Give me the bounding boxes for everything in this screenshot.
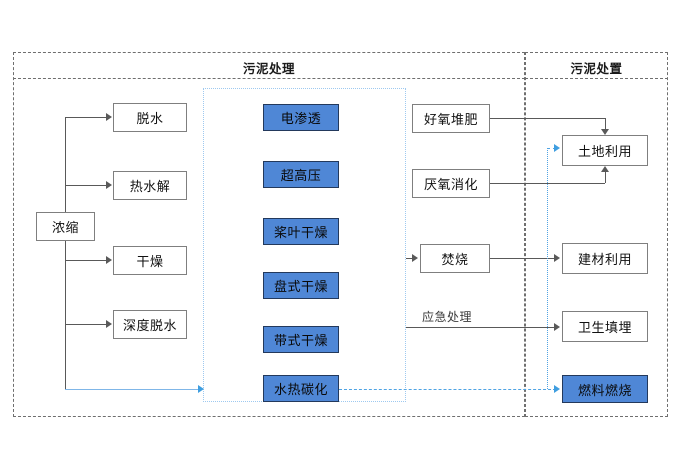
edge-concentration-to-technology-group bbox=[65, 389, 202, 390]
edge-aerobic-composting-to-land-use bbox=[490, 118, 605, 119]
arrowhead-land-use-left bbox=[554, 144, 560, 152]
arrowhead-sanitary-landfill bbox=[554, 323, 560, 331]
node-building-material-use[interactable]: 建材利用 bbox=[562, 243, 648, 274]
node-ultra-high-pressure[interactable]: 超高压 bbox=[263, 161, 339, 188]
arrowhead-deep-dewatering bbox=[106, 320, 112, 328]
node-belt-drying[interactable]: 带式干燥 bbox=[263, 326, 339, 353]
node-label: 浓缩 bbox=[51, 220, 79, 235]
technology-group-container bbox=[203, 88, 406, 402]
node-label: 带式干燥 bbox=[273, 333, 328, 348]
section-frame-sludge-treatment bbox=[13, 52, 525, 417]
node-label: 厌氧消化 bbox=[423, 177, 478, 192]
arrowhead-drying bbox=[106, 256, 112, 264]
node-disc-drying[interactable]: 盘式干燥 bbox=[263, 272, 339, 299]
trunk-line-up bbox=[65, 117, 66, 212]
node-label: 焚烧 bbox=[441, 252, 469, 267]
node-label: 水热碳化 bbox=[273, 382, 328, 397]
node-land-use[interactable]: 土地利用 bbox=[562, 135, 648, 166]
arrowhead-incineration bbox=[412, 254, 418, 262]
arrowhead-building-material-use bbox=[554, 254, 560, 262]
node-label: 电渗透 bbox=[280, 111, 322, 126]
section-title-sludge-disposal: 污泥处置 bbox=[570, 62, 623, 76]
node-concentration[interactable]: 浓缩 bbox=[36, 212, 95, 241]
edge-concentration-to-thermal-hydrolysis bbox=[65, 185, 107, 186]
node-label: 建材利用 bbox=[577, 252, 632, 267]
section-header-divider-right bbox=[525, 78, 668, 79]
edge-aerobic-composting-drop bbox=[605, 118, 606, 130]
node-incineration[interactable]: 焚烧 bbox=[420, 244, 490, 273]
node-hydrothermal-carbonization[interactable]: 水热碳化 bbox=[263, 375, 339, 402]
node-label: 桨叶干燥 bbox=[273, 225, 328, 240]
node-thermal-hydrolysis[interactable]: 热水解 bbox=[113, 171, 187, 200]
node-label: 深度脱水 bbox=[122, 318, 177, 333]
node-label: 超高压 bbox=[280, 168, 322, 183]
arrowhead-dewatering bbox=[106, 113, 112, 121]
edge-incineration-to-building-material-use bbox=[490, 258, 556, 259]
node-paddle-drying[interactable]: 桨叶干燥 bbox=[263, 218, 339, 245]
edge-anaerobic-digestion-rise bbox=[605, 172, 606, 183]
node-deep-dewatering[interactable]: 深度脱水 bbox=[113, 310, 187, 339]
edge-concentration-to-drying bbox=[65, 260, 107, 261]
edge-hydrothermal-carbonization-to-fuel-combustion bbox=[339, 389, 556, 390]
edge-concentration-to-dewatering bbox=[65, 117, 107, 118]
node-label: 干燥 bbox=[136, 254, 164, 269]
node-drying[interactable]: 干燥 bbox=[113, 246, 187, 275]
node-aerobic-composting[interactable]: 好氧堆肥 bbox=[412, 104, 490, 133]
arrowhead-fuel-combustion bbox=[554, 385, 560, 393]
edge-concentration-to-deep-dewatering bbox=[65, 324, 107, 325]
edge-emergency-treatment-to-sanitary-landfill bbox=[406, 327, 556, 328]
node-electro-osmosis[interactable]: 电渗透 bbox=[263, 104, 339, 131]
edge-technology-to-incineration bbox=[406, 258, 414, 259]
node-label: 土地利用 bbox=[577, 144, 632, 159]
node-label: 热水解 bbox=[129, 179, 171, 194]
node-sanitary-landfill[interactable]: 卫生填埋 bbox=[562, 311, 648, 342]
edge-hydrothermal-carbonization-riser bbox=[547, 148, 548, 389]
node-label: 盘式干燥 bbox=[273, 279, 328, 294]
node-anaerobic-digestion[interactable]: 厌氧消化 bbox=[412, 169, 490, 198]
arrowhead-technology-group bbox=[198, 385, 204, 393]
arrowhead-land-use-bottom bbox=[601, 166, 609, 172]
arrowhead-thermal-hydrolysis bbox=[106, 181, 112, 189]
section-title-sludge-treatment: 污泥处理 bbox=[242, 62, 295, 76]
node-dewatering[interactable]: 脱水 bbox=[113, 103, 187, 132]
arrowhead-land-use-top bbox=[601, 129, 609, 135]
trunk-line-down bbox=[65, 241, 66, 389]
node-label: 卫生填埋 bbox=[577, 320, 632, 335]
edge-riser-to-land-use bbox=[547, 148, 556, 149]
node-label: 好氧堆肥 bbox=[423, 112, 478, 127]
section-frame-sludge-disposal bbox=[525, 52, 668, 417]
edge-label-emergency-treatment: 应急处理 bbox=[422, 310, 473, 324]
section-header-divider-left bbox=[13, 78, 525, 79]
node-fuel-combustion[interactable]: 燃料燃烧 bbox=[562, 375, 648, 403]
node-label: 燃料燃烧 bbox=[577, 382, 632, 398]
node-label: 脱水 bbox=[136, 111, 164, 126]
